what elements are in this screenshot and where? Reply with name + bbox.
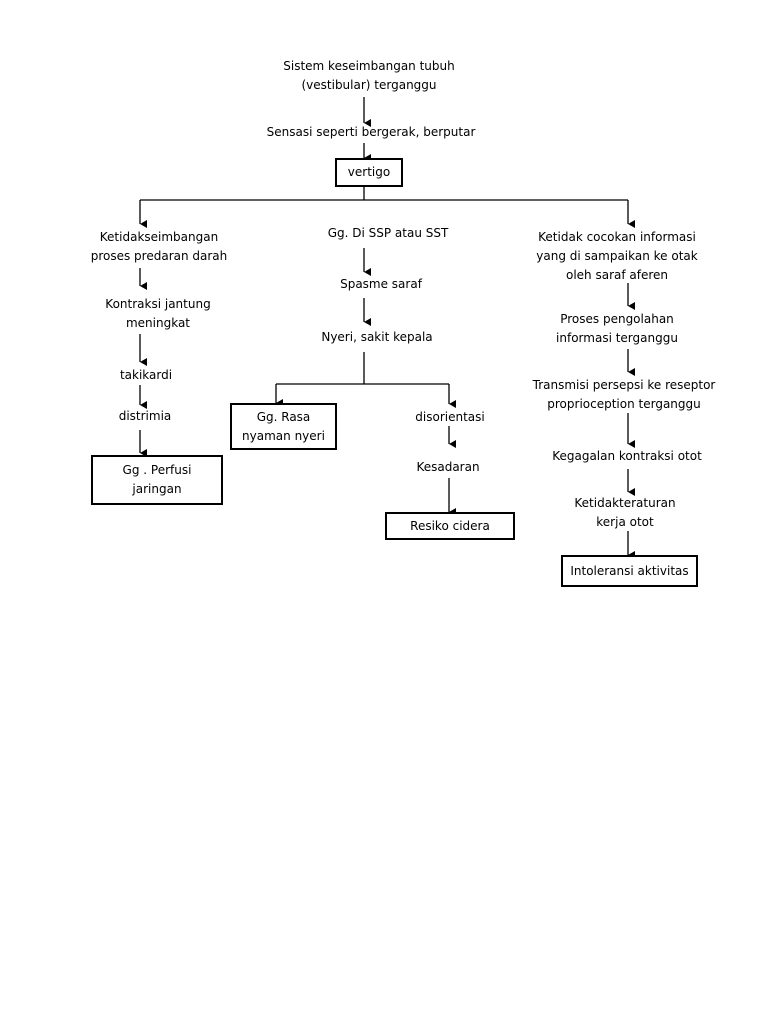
node-left-4: distrimia: [118, 409, 172, 423]
node-mid-1: Gg. Di SSP atau SST: [327, 226, 449, 240]
node-mid-3: Nyeri, sakit kepala: [321, 330, 433, 344]
node-mid-right-3-box: Resiko cidera: [385, 512, 515, 540]
node-right-1: Ketidak cocokan informasi yang di sampai…: [536, 230, 698, 282]
node-right-3: Transmisi persepsi ke reseptor proprioce…: [532, 378, 716, 411]
node-mid-right-1: disorientasi: [415, 410, 485, 424]
node-sensasi: Sensasi seperti bergerak, berputar: [266, 125, 476, 139]
node-right-4: Kegagalan kontraksi otot: [552, 449, 702, 463]
node-left-2: Kontraksi jantung meningkat: [105, 297, 211, 330]
node-right-2: Proses pengolahan informasi terganggu: [556, 312, 678, 345]
node-right-5: Ketidakteraturan kerja otot: [574, 496, 676, 529]
node-left-1: Ketidakseimbangan proses predaran darah: [90, 230, 228, 263]
node-mid-left-box: Gg. Rasa nyaman nyeri: [230, 403, 337, 450]
node-left-5-box: Gg . Perfusi jaringan: [91, 455, 223, 505]
node-vestibular: Sistem keseimbangan tubuh (vestibular) t…: [283, 59, 455, 92]
node-vertigo-box: vertigo: [335, 158, 403, 187]
node-mid-2: Spasme saraf: [340, 277, 422, 291]
node-mid-right-2: Kesadaran: [416, 460, 480, 474]
node-left-3: takikardi: [119, 368, 173, 382]
node-right-6-box: Intoleransi aktivitas: [561, 555, 698, 587]
